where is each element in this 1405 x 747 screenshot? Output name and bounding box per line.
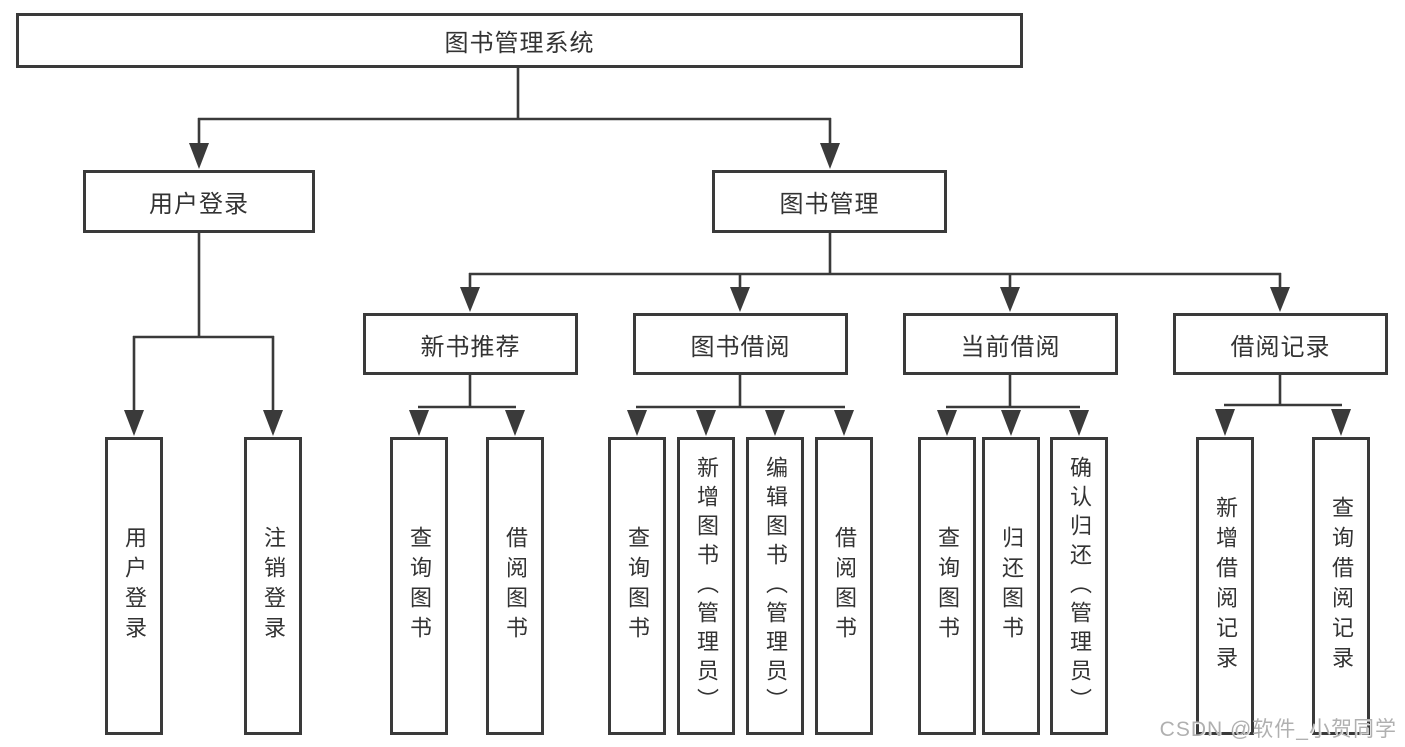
- node-leaf-borrow-books: 借阅图书: [486, 437, 544, 735]
- node-label: 图书管理: [779, 191, 880, 218]
- node-label: 编辑图书（管理员）: [763, 455, 788, 717]
- node-label: 查询图书: [625, 526, 650, 646]
- node-book-management-branch: 图书管理: [712, 170, 947, 233]
- node-label: 确认归还（管理员）: [1067, 455, 1092, 717]
- node-leaf-confirm-return-admin: 确认归还（管理员）: [1050, 437, 1108, 735]
- node-label: 查询借阅记录: [1329, 496, 1354, 676]
- node-label: 用户登录: [149, 191, 249, 218]
- node-new-book-recommendation: 新书推荐: [363, 313, 578, 375]
- node-leaf-logout: 注销登录: [244, 437, 302, 735]
- node-label: 图书管理系统: [444, 30, 595, 57]
- node-leaf-borrow-books: 借阅图书: [815, 437, 873, 735]
- node-book-borrowing: 图书借阅: [633, 313, 848, 375]
- node-leaf-edit-books-admin: 编辑图书（管理员）: [746, 437, 804, 735]
- node-user-login-branch: 用户登录: [83, 170, 315, 233]
- node-label: 新增图书（管理员）: [694, 455, 719, 717]
- node-library-management-system: 图书管理系统: [16, 13, 1023, 68]
- node-leaf-query-books: 查询图书: [608, 437, 666, 735]
- node-label: 借阅图书: [832, 526, 857, 646]
- node-label: 当前借阅: [960, 333, 1061, 361]
- node-label: 查询图书: [935, 526, 960, 646]
- node-label: 新增借阅记录: [1213, 496, 1238, 676]
- node-borrowing-records: 借阅记录: [1173, 313, 1388, 375]
- node-leaf-query-books: 查询图书: [390, 437, 448, 735]
- node-label: 归还图书: [999, 526, 1024, 646]
- node-label: 图书借阅: [690, 333, 791, 361]
- node-label: 借阅图书: [503, 526, 528, 646]
- node-current-borrowing: 当前借阅: [903, 313, 1118, 375]
- csdn-watermark: CSDN @软件_小贺同学: [1159, 718, 1397, 741]
- node-leaf-add-borrow-record: 新增借阅记录: [1196, 437, 1254, 735]
- node-leaf-return-books: 归还图书: [982, 437, 1040, 735]
- node-leaf-add-books-admin: 新增图书（管理员）: [677, 437, 735, 735]
- node-label: 新书推荐: [420, 333, 521, 361]
- node-leaf-query-books: 查询图书: [918, 437, 976, 735]
- node-label: 查询图书: [407, 526, 432, 646]
- node-leaf-user-login: 用户登录: [105, 437, 163, 735]
- node-label: 借阅记录: [1230, 333, 1331, 361]
- node-label: 注销登录: [261, 526, 286, 646]
- node-label: 用户登录: [122, 526, 147, 646]
- node-leaf-query-borrow-record: 查询借阅记录: [1312, 437, 1370, 735]
